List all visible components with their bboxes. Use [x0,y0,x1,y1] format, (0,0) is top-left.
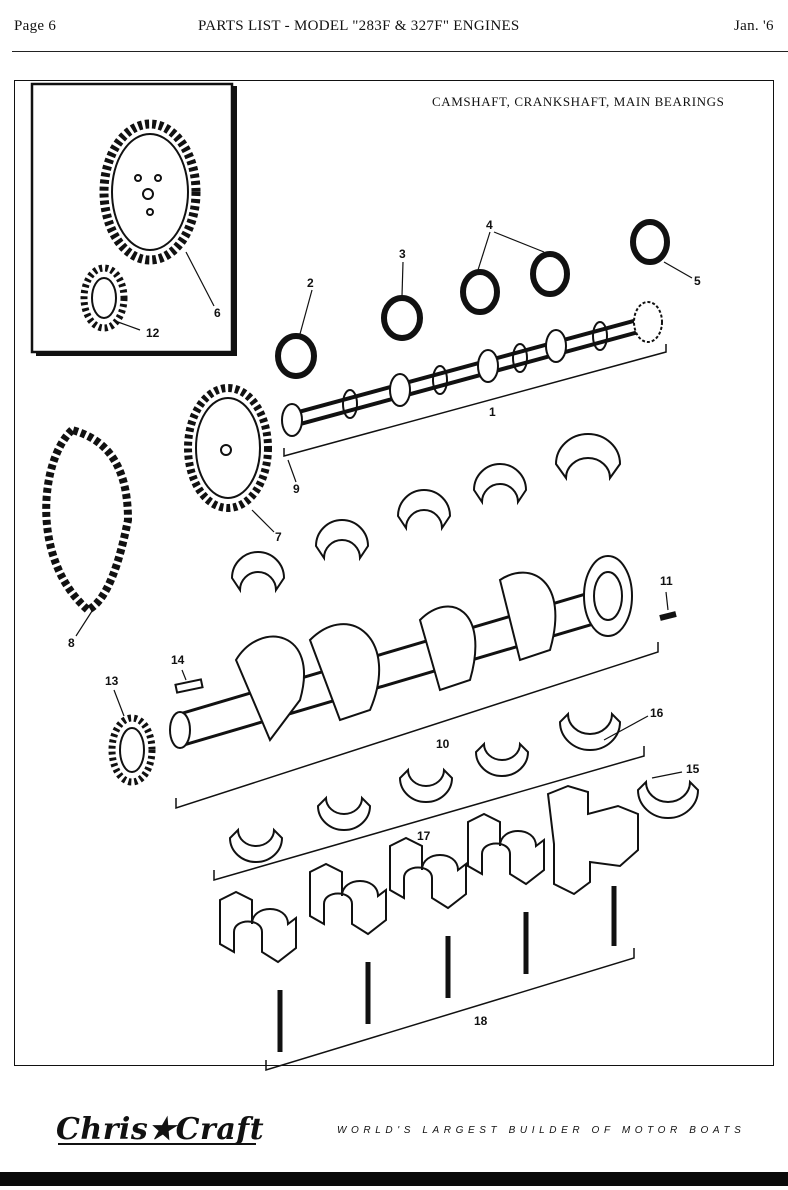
page-number: Page 6 [14,18,57,34]
callout-9: 9 [293,482,300,496]
scan-edge-bar [0,1172,788,1186]
crank-sprocket [108,714,156,786]
brand-logo: Chris★Craft [56,1112,265,1147]
crank-key [174,678,204,694]
brand-tagline: WORLD'S LARGEST BUILDER OF MOTOR BOATS [337,1125,746,1136]
upper-main-bearings [230,433,622,594]
callout-14: 14 [171,653,185,667]
callout-5: 5 [694,274,701,288]
leader-lines [75,231,693,779]
callout-2: 2 [307,276,314,290]
dowel-pin [659,611,677,621]
section-title: CAMSHAFT, CRANKSHAFT, MAIN BEARINGS [432,94,725,109]
callout-13: 13 [105,674,119,688]
header-rule [12,51,788,52]
callout-3: 3 [399,247,406,261]
callout-17: 17 [417,829,431,843]
callout-1: 1 [489,405,496,419]
crankshaft [169,555,633,749]
callout-10: 10 [436,737,450,751]
callout-6: 6 [214,306,221,320]
group-brackets [175,344,667,1072]
callout-7: 7 [275,530,282,544]
callout-12: 12 [146,326,160,340]
main-bearing-caps [219,784,639,964]
callout-18: 18 [474,1014,488,1028]
callout-4: 4 [486,218,493,232]
lower-main-bearings [228,741,530,863]
main-bearing-bolts [277,886,617,1052]
cam-bearings [275,219,670,379]
inset-box [30,82,234,354]
logo-underline [58,1143,256,1145]
document-date: Jan. '6 [734,18,774,34]
document-title: PARTS LIST - MODEL "283F & 327F" ENGINES [198,18,520,34]
callout-11: 11 [660,574,673,588]
diagram-frame [14,80,774,1066]
rear-bearing-shells [558,711,700,819]
cam-sprocket [184,384,272,512]
timing-chain [42,425,133,615]
callout-16: 16 [650,706,664,720]
camshaft [281,301,663,437]
callout-8: 8 [68,636,75,650]
cam-sprocket-large [99,119,201,265]
crank-sprocket-small [80,264,128,332]
callout-15: 15 [686,762,700,776]
